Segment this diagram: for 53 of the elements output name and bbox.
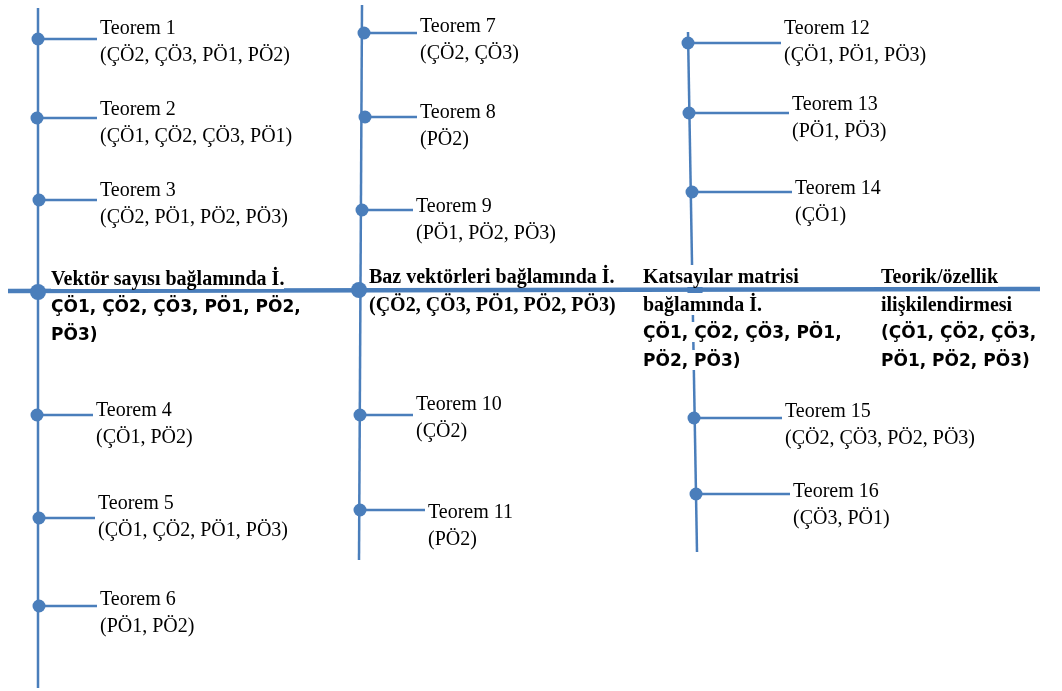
theorem-title: Teorem 12 <box>784 15 871 40</box>
theorem-codes: (ÇÖ1, ÇÖ2, PÖ1, PÖ3) <box>98 517 289 543</box>
branch-line <box>32 599 97 613</box>
theorem-codes: (ÇÖ1) <box>795 202 848 228</box>
theorem-codes: (ÇÖ1, PÖ1, PÖ3) <box>784 42 927 68</box>
theorem-codes: (PÖ1, PÖ2) <box>100 613 195 639</box>
theorem-title: Teorem 1 <box>100 15 177 40</box>
category-title: Baz vektörleri bağlamında İ. <box>369 264 616 290</box>
theorem-codes: (ÇÖ2, ÇÖ3, PÖ1, PÖ2) <box>100 42 291 68</box>
theorem-title: Teorem 16 <box>793 478 880 503</box>
branch-line <box>357 26 417 40</box>
theorem-codes: (PÖ1, PÖ3) <box>792 118 887 144</box>
branch-line <box>30 111 97 125</box>
branch-line <box>681 36 781 50</box>
theorem-codes: (ÇÖ1, ÇÖ2, ÇÖ3, PÖ1) <box>100 123 293 149</box>
branch-line <box>32 193 97 207</box>
theorem-codes: (PÖ2) <box>420 126 470 152</box>
theorem-title: Teorem 13 <box>792 91 879 116</box>
branch-line <box>685 185 792 199</box>
branch-line <box>32 511 95 525</box>
category-codes: (ÇÖ1, ÇÖ2, ÇÖ3, PÖ1, PÖ2, PÖ3) <box>881 320 1038 372</box>
branch-line <box>355 203 413 217</box>
branch-line <box>353 503 425 517</box>
theorem-codes: (PÖ1, PÖ2, PÖ3) <box>416 220 557 246</box>
theorem-codes: (PÖ2) <box>428 526 478 552</box>
branch-line <box>689 487 790 501</box>
theorem-codes: (ÇÖ2, ÇÖ3, PÖ2, PÖ3) <box>785 425 976 451</box>
theorem-codes: (ÇÖ2, PÖ1, PÖ2, PÖ3) <box>100 204 288 230</box>
theorem-title: Teorem 8 <box>420 99 496 124</box>
category-codes: ÇÖ1, ÇÖ2, ÇÖ3, PÖ1, PÖ2, PÖ3) <box>643 320 843 372</box>
theorem-codes: (ÇÖ2) <box>416 418 469 444</box>
theorem-title: Teorem 6 <box>100 586 177 611</box>
theorem-title: Teorem 15 <box>785 398 872 423</box>
theorem-codes: (ÇÖ2, ÇÖ3) <box>420 40 519 66</box>
theorem-title: Teorem 7 <box>420 13 497 38</box>
branch-line <box>682 106 789 120</box>
branch-line <box>30 408 93 422</box>
theorem-codes: (ÇÖ1, PÖ2) <box>96 424 193 450</box>
theorem-title: Teorem 3 <box>100 177 177 202</box>
theorem-title: Teorem 9 <box>416 193 493 218</box>
theorem-title: Teorem 4 <box>96 397 173 422</box>
theorem-title: Teorem 11 <box>428 499 514 524</box>
theorem-codes: (ÇÖ3, PÖ1) <box>793 505 890 531</box>
theorem-title: Teorem 2 <box>100 96 177 121</box>
branch-line <box>31 32 97 46</box>
category-codes: (ÇÖ2, ÇÖ3, PÖ1, PÖ2, PÖ3) <box>369 292 617 318</box>
category-title: Vektör sayısı bağlamında İ. <box>51 266 286 292</box>
branch-line <box>687 411 782 425</box>
branch-line <box>358 110 417 124</box>
theorem-title: Teorem 10 <box>416 391 502 416</box>
theorem-title: Teorem 14 <box>795 175 881 200</box>
theorem-title: Teorem 5 <box>98 490 175 515</box>
branch-line <box>353 408 413 422</box>
